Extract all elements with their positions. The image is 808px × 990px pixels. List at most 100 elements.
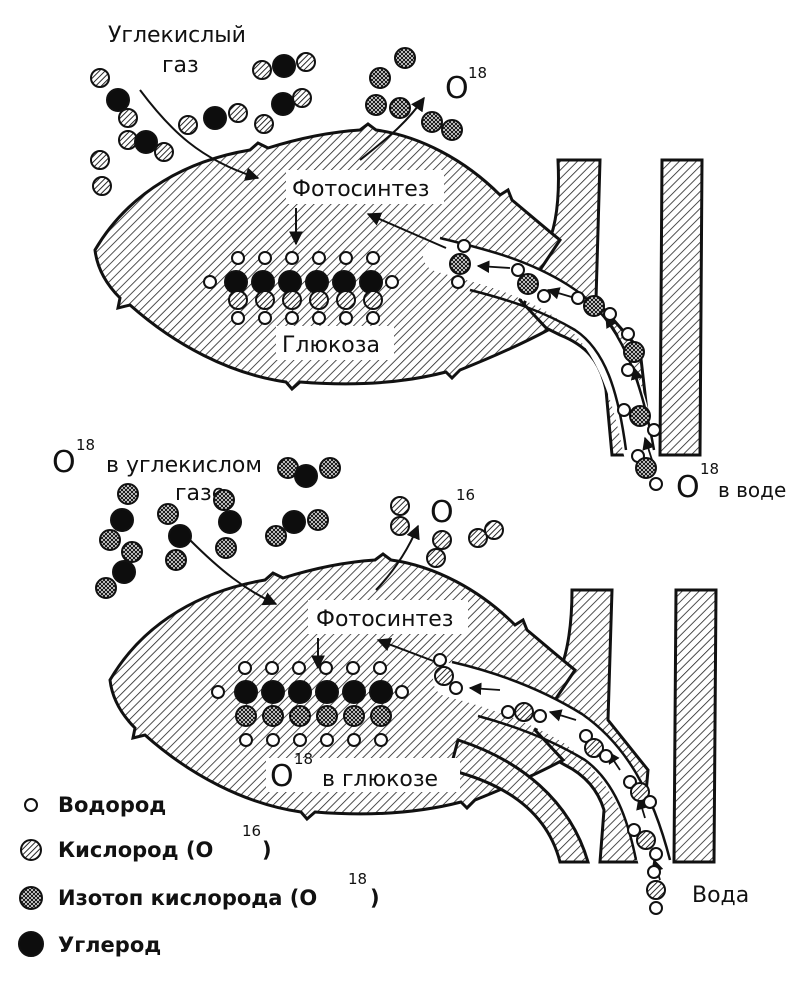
hydrogen-atom [232, 252, 244, 264]
hydrogen-atom [618, 404, 630, 416]
oxygen16-atom [391, 517, 409, 535]
carbon-atom [370, 681, 392, 703]
hydrogen-atom [458, 240, 470, 252]
legend-oxygen16-sup: 16 [242, 822, 261, 840]
hydrogen-atom [622, 364, 634, 376]
oxygen16-atom [179, 116, 197, 134]
oxygen18-atom [266, 526, 286, 546]
carbon-atom [316, 681, 338, 703]
hydrogen-atom [313, 312, 325, 324]
hydrogen-atom [212, 686, 224, 698]
bottom-process-label: Фотосинтез [316, 607, 454, 632]
hydrogen-atom [650, 902, 662, 914]
bottom-stem-right [674, 590, 716, 862]
carbon-atom [283, 511, 305, 533]
oxygen18-atom [317, 706, 337, 726]
hydrogen-atom [293, 662, 305, 674]
oxygen16-atom [637, 831, 655, 849]
top-released-sup: 18 [468, 64, 487, 82]
oxygen18-atom [320, 458, 340, 478]
carbon-atom [111, 509, 133, 531]
oxygen18-atom [636, 458, 656, 478]
oxygen18-atom [630, 406, 650, 426]
bottom-co2-o: O [52, 445, 76, 480]
carbon-atom [272, 93, 294, 115]
bottom-co2-sup: 18 [76, 436, 95, 454]
legend-carbon-label: Углерод [58, 933, 161, 957]
oxygen18-atom [216, 538, 236, 558]
hydrogen-atom [650, 478, 662, 490]
hydrogen-atom [204, 276, 216, 288]
oxygen16-atom [229, 291, 247, 309]
bottom-co2-label-line1: в углекислом [106, 453, 262, 478]
oxygen18-atom [344, 706, 364, 726]
oxygen18-atom [584, 296, 604, 316]
carbon-atom [289, 681, 311, 703]
carbon-atom [306, 271, 328, 293]
hydrogen-atom [232, 312, 244, 324]
hydrogen-atom [604, 308, 616, 320]
carbon-atom [225, 271, 247, 293]
hydrogen-atom [266, 662, 278, 674]
legend-oxygen16-label: Кислород (O [58, 838, 213, 862]
oxygen16-atom [155, 143, 173, 161]
carbon-atom [235, 681, 257, 703]
carbon-atom [262, 681, 284, 703]
oxygen18-atom [96, 578, 116, 598]
hydrogen-atom [374, 662, 386, 674]
oxygen16-atom [91, 69, 109, 87]
bottom-glucose-suffix: в глюкозе [322, 767, 438, 792]
hydrogen-atom [648, 866, 660, 878]
oxygen18-atom [118, 484, 138, 504]
carbon-atom [219, 511, 241, 533]
hydrogen-atom [450, 682, 462, 694]
bottom-glucose-o: O [270, 759, 294, 794]
carbon-atom [252, 271, 274, 293]
hydrogen-atom [240, 734, 252, 746]
oxygen16-atom [91, 151, 109, 169]
legend-hydrogen-swatch [25, 799, 37, 811]
top-stem-right [660, 160, 702, 455]
oxygen16-atom [515, 703, 533, 721]
oxygen16-atom [364, 291, 382, 309]
hydrogen-atom [313, 252, 325, 264]
oxygen16-atom [337, 291, 355, 309]
legend-oxygen16-swatch [21, 840, 41, 860]
oxygen18-atom [518, 274, 538, 294]
hydrogen-atom [572, 292, 584, 304]
oxygen16-atom [485, 521, 503, 539]
oxygen18-atom [290, 706, 310, 726]
hydrogen-atom [348, 734, 360, 746]
oxygen16-atom [297, 53, 315, 71]
hydrogen-atom [648, 424, 660, 436]
top-process-label: Фотосинтез [292, 177, 430, 202]
top-co2-label-line2: газ [162, 53, 199, 78]
oxygen18-atom [395, 48, 415, 68]
hydrogen-atom [650, 848, 662, 860]
top-product-label: Глюкоза [282, 333, 380, 358]
hydrogen-atom [512, 264, 524, 276]
oxygen18-atom [100, 530, 120, 550]
carbon-atom [113, 561, 135, 583]
oxygen18-atom [158, 504, 178, 524]
legend-oxygen18-label: Изотоп кислорода (O [58, 886, 317, 910]
hydrogen-atom [375, 734, 387, 746]
hydrogen-atom [386, 276, 398, 288]
carbon-atom [295, 465, 317, 487]
legend-oxygen18-close: ) [370, 886, 380, 910]
carbon-atom [204, 107, 226, 129]
oxygen16-atom [253, 61, 271, 79]
oxygen18-atom [422, 112, 442, 132]
hydrogen-atom [434, 654, 446, 666]
hydrogen-atom [340, 312, 352, 324]
oxygen16-atom [93, 177, 111, 195]
carbon-atom [169, 525, 191, 547]
hydrogen-atom [644, 796, 656, 808]
oxygen16-atom [647, 881, 665, 899]
oxygen18-atom [442, 120, 462, 140]
hydrogen-atom [259, 252, 271, 264]
hydrogen-atom [294, 734, 306, 746]
oxygen16-atom [229, 104, 247, 122]
top-water-sup: 18 [700, 460, 719, 478]
